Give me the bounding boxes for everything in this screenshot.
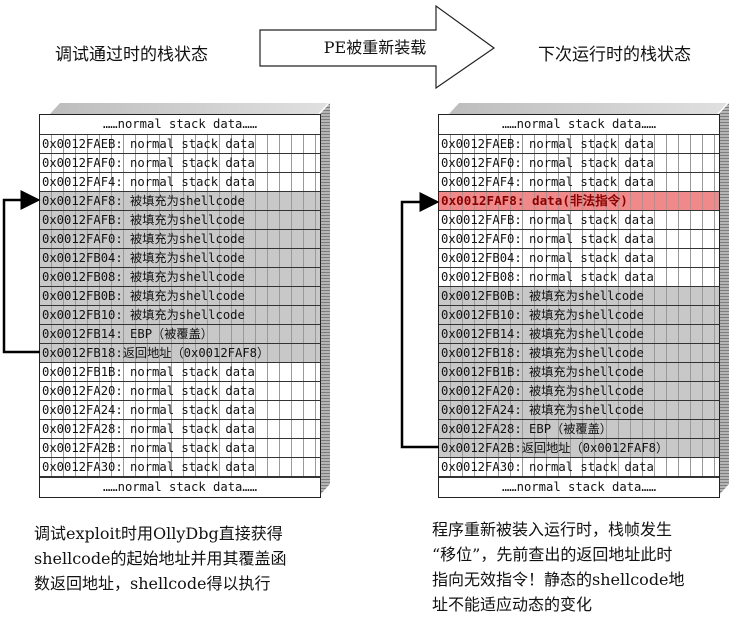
stack-row: 0x0012FAF0: normal stack data <box>40 154 320 173</box>
stack-row: 0x0012FB14: EBP（被覆盖） <box>40 325 320 344</box>
stack-row: 0x0012FAFB: normal stack data <box>439 211 719 230</box>
right-stack: ……normal stack data…… 0x0012FAEB: normal… <box>438 114 720 498</box>
right-stack-top-shadow <box>449 103 727 114</box>
right-caption: 程序重新被装入运行时，栈帧发生 “移位”，先前查出的返回地址此时 指向无效指令！… <box>432 517 734 617</box>
stack-row: 0x0012FA28: normal stack data <box>40 420 320 439</box>
left-caption-line: 数返回地址，shellcode得以执行 <box>34 574 271 593</box>
left-title: 调试通过时的栈状态 <box>55 45 208 65</box>
left-caption-line: shellcode的起始地址并用其覆盖函 <box>34 549 287 568</box>
stack-row: 0x0012FAFB: 被填充为shellcode <box>40 211 320 230</box>
arrow-label: PE被重新装载 <box>323 38 427 57</box>
stack-row: 0x0012FB18: 被填充为shellcode <box>439 344 719 363</box>
reload-arrow-icon <box>259 4 496 90</box>
stack-row: 0x0012FA24: 被填充为shellcode <box>439 401 719 420</box>
stack-row: 0x0012FA30: normal stack data <box>40 458 320 477</box>
right-stack-footer: ……normal stack data…… <box>439 477 719 497</box>
left-stack-header: ……normal stack data…… <box>40 115 320 135</box>
stack-row: 0x0012FAF4: normal stack data <box>439 173 719 192</box>
stack-row: 0x0012FAF8: 被填充为shellcode <box>40 192 320 211</box>
stack-row: 0x0012FB10: 被填充为shellcode <box>439 306 719 325</box>
stack-row: 0x0012FB0B: 被填充为shellcode <box>40 287 320 306</box>
right-caption-line: 指向无效指令！静态的shellcode地 <box>432 570 685 589</box>
stack-row: 0x0012FA24: normal stack data <box>40 401 320 420</box>
stack-row: 0x0012FAF8: data(非法指令) <box>439 192 719 211</box>
right-stack-header: ……normal stack data…… <box>439 115 719 135</box>
left-stack-top-shadow <box>50 103 328 114</box>
stack-row: 0x0012FB1B: normal stack data <box>40 363 320 382</box>
stack-row: 0x0012FAF0: normal stack data <box>439 230 719 249</box>
left-caption-line: 调试exploit时用OllyDbg直接获得 <box>34 524 283 543</box>
stack-row: 0x0012FB04: normal stack data <box>439 249 719 268</box>
stack-row: 0x0012FB14: 被填充为shellcode <box>439 325 719 344</box>
stack-row: 0x0012FAF0: normal stack data <box>439 154 719 173</box>
left-stack: ……normal stack data…… 0x0012FAEB: normal… <box>39 114 321 498</box>
right-caption-line: 程序重新被装入运行时，栈帧发生 <box>432 520 673 539</box>
stack-row: 0x0012FAEB: normal stack data <box>439 135 719 154</box>
right-caption-line: “移位”，先前查出的返回地址此时 <box>432 545 673 564</box>
stack-row: 0x0012FA2B: normal stack data <box>40 439 320 458</box>
stack-row: 0x0012FB18:返回地址（0x0012FAF8） <box>40 344 320 363</box>
right-title: 下次运行时的栈状态 <box>538 45 691 65</box>
stack-row: 0x0012FA2B:返回地址（0x0012FAF8） <box>439 439 719 458</box>
stack-row: 0x0012FAEB: normal stack data <box>40 135 320 154</box>
right-stack-side-shadow <box>719 103 729 495</box>
stack-row: 0x0012FA20: normal stack data <box>40 382 320 401</box>
left-return-pointer-arrow <box>2 190 41 354</box>
left-caption: 调试exploit时用OllyDbg直接获得 shellcode的起始地址并用其… <box>34 521 334 596</box>
stack-row: 0x0012FB0B: 被填充为shellcode <box>439 287 719 306</box>
stack-row: 0x0012FB04: 被填充为shellcode <box>40 249 320 268</box>
stack-row: 0x0012FAF4: normal stack data <box>40 173 320 192</box>
stack-row: 0x0012FB10: 被填充为shellcode <box>40 306 320 325</box>
right-caption-line: 址不能适应动态的变化 <box>432 595 593 614</box>
stack-row: 0x0012FB08: normal stack data <box>439 268 719 287</box>
stack-row: 0x0012FB1B: 被填充为shellcode <box>439 363 719 382</box>
stack-row: 0x0012FAF0: 被填充为shellcode <box>40 230 320 249</box>
stack-row: 0x0012FB08: 被填充为shellcode <box>40 268 320 287</box>
stack-row: 0x0012FA20: 被填充为shellcode <box>439 382 719 401</box>
left-stack-footer: ……normal stack data…… <box>40 477 320 497</box>
stack-row: 0x0012FA28: EBP（被覆盖） <box>439 420 719 439</box>
right-return-pointer-arrow <box>400 192 440 449</box>
left-stack-side-shadow <box>320 103 330 495</box>
stack-row: 0x0012FA30: normal stack data <box>439 458 719 477</box>
